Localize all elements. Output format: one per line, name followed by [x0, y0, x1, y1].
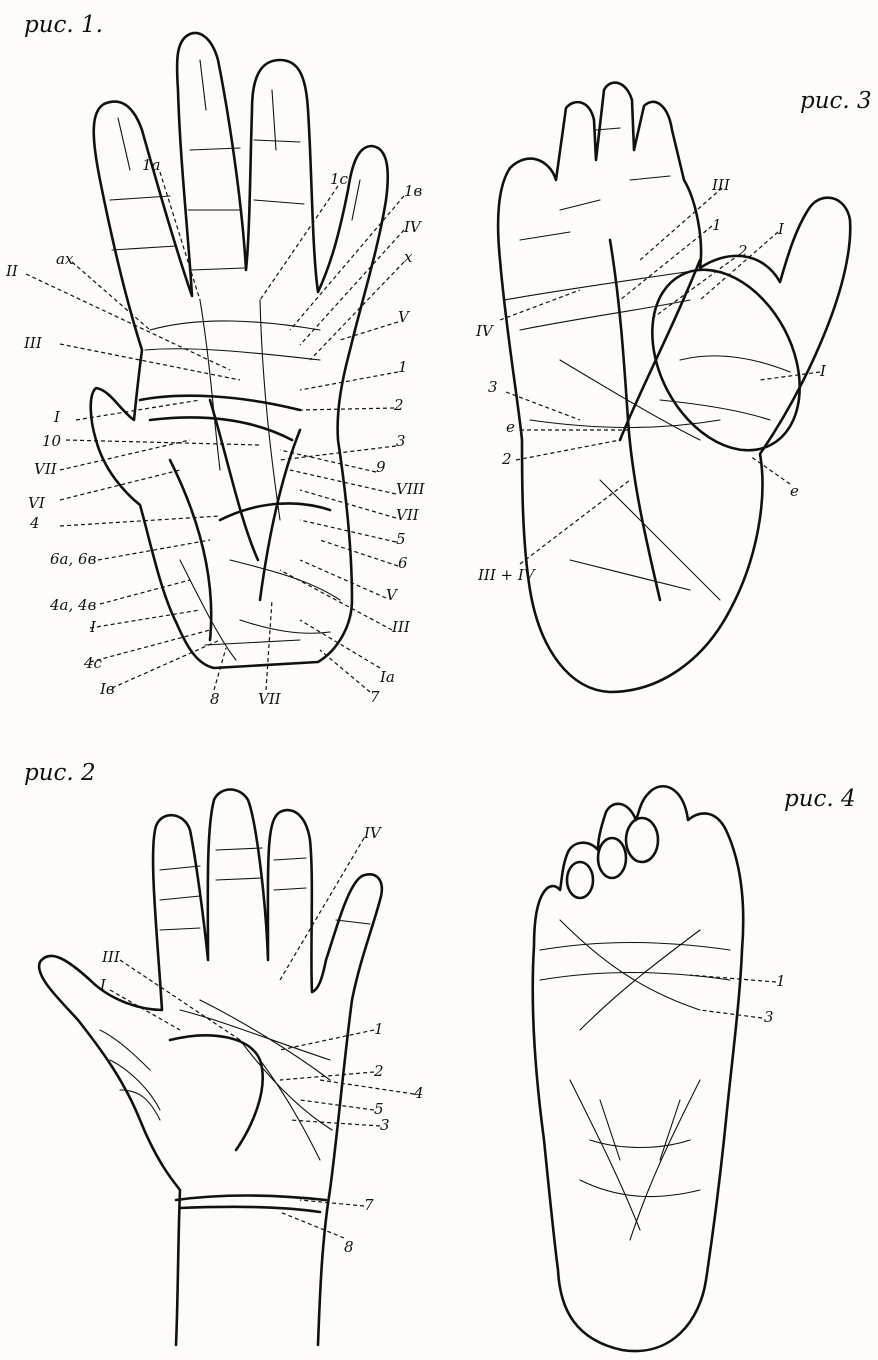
- figure-2-label: e: [790, 482, 799, 500]
- figure-2-label: 3: [488, 378, 498, 396]
- figure-1-label: 9: [376, 458, 386, 476]
- figure-2-label: I: [819, 362, 827, 380]
- figure-2-label: 2: [501, 450, 512, 468]
- figure-3-label: 7: [364, 1196, 374, 1214]
- figure-1-label: Iа: [379, 668, 395, 686]
- figure-2-label: I: [777, 220, 785, 238]
- figure-3-title: рис. 2: [24, 760, 96, 786]
- figure-1-label: 1: [398, 358, 408, 376]
- figure-3-label: 8: [344, 1238, 354, 1256]
- figure-1-label: V: [398, 308, 411, 326]
- figure-1-label: 4а, 4в: [49, 596, 97, 614]
- figure-1-label: VI: [28, 494, 46, 512]
- figure-2-label: III: [711, 176, 731, 194]
- figure-1-label: I: [53, 408, 61, 426]
- figure-1-label: 8: [210, 690, 220, 708]
- figure-3-label: 3: [380, 1116, 390, 1134]
- figure-1-label: II: [5, 262, 19, 280]
- figure-1-label: 7: [370, 688, 380, 706]
- figure-2-title: рис. 3: [800, 88, 872, 114]
- figure-4-label: 3: [764, 1008, 774, 1026]
- figure-1-label: 4c: [83, 654, 103, 672]
- figure-4-title: рис. 4: [784, 786, 856, 812]
- figure-3-label: IV: [363, 824, 383, 842]
- figure-1-label: ах: [56, 250, 74, 268]
- figure-1-label: 3: [396, 432, 406, 450]
- figure-1-label: 6: [398, 554, 408, 572]
- figure-4-label: 1: [776, 972, 786, 990]
- figure-1-label: 5: [396, 530, 406, 548]
- figure-3-sole: [498, 83, 850, 692]
- figure-2-label: 2: [737, 242, 748, 260]
- figure-1-label: VII: [258, 690, 282, 708]
- figure-1-label: III: [391, 618, 411, 636]
- figure-2-child-palm: [39, 790, 414, 1346]
- figure-1-label: III: [23, 334, 43, 352]
- figure-2-label: 1: [712, 216, 722, 234]
- figure-1-label: VII: [396, 506, 420, 524]
- figure-2-label: e: [506, 418, 515, 436]
- figure-1-label: 1a: [142, 156, 161, 174]
- figure-2-label: III + IV: [477, 566, 537, 584]
- figure-1-label: VII: [34, 460, 58, 478]
- figure-1-label: 6а, 6в: [50, 550, 97, 568]
- figure-1-label: 2: [393, 396, 404, 414]
- figure-3-label: 4: [413, 1084, 424, 1102]
- figure-2-label: IV: [475, 322, 495, 340]
- figure-1-label: VIII: [396, 480, 426, 498]
- figure-1-label: Iв: [99, 680, 115, 698]
- figure-1-label: 1в: [404, 182, 423, 200]
- figure-3-label: 1: [374, 1020, 384, 1038]
- figure-3-label: III: [101, 948, 121, 966]
- figure-1-label: V: [386, 586, 399, 604]
- figure-1-label: IV: [403, 218, 423, 236]
- figure-1-palm: [26, 33, 404, 692]
- figure-1-title: рис. 1.: [24, 12, 103, 38]
- figure-1-label: 4: [29, 514, 40, 532]
- figure-3-label: 2: [373, 1062, 384, 1080]
- figure-1-label: I: [89, 618, 97, 636]
- figure-1-label: 10: [42, 432, 62, 450]
- figure-4-child-sole: [533, 786, 776, 1351]
- figure-1-label: x: [404, 248, 413, 266]
- figure-3-label: I: [99, 976, 107, 994]
- figure-1-label: 1c: [330, 170, 349, 188]
